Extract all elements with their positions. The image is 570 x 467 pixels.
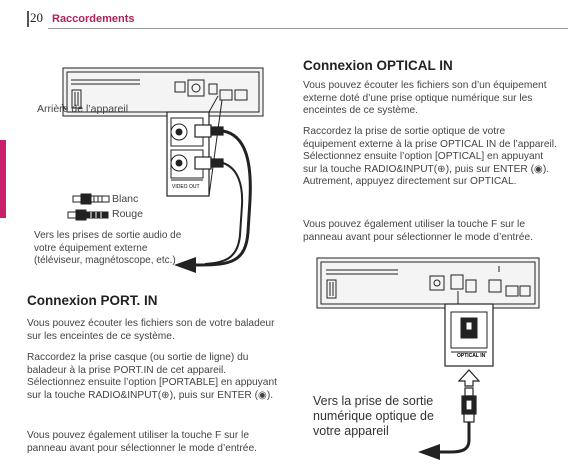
optical-out-destination-label: Vers la prise de sortie numérique optiqu… <box>313 394 434 438</box>
optical-paragraph-2: Raccordez la prise de sortie optique de … <box>303 126 557 188</box>
video-out-label: VIDEO OUT <box>172 184 200 190</box>
arrow-left-1 <box>174 257 196 273</box>
page-number: 20 <box>30 10 43 25</box>
optical-in-jack-label: OPTICAL IN <box>457 353 486 359</box>
page-number-marker <box>27 11 29 27</box>
port-paragraph-1: Vous pouvez écouter les fichiers son de … <box>27 318 275 342</box>
chapter-tab <box>0 140 6 218</box>
optical-paragraph-1: Vous pouvez écouter les fichiers son d’u… <box>303 80 547 117</box>
rear-unit-label: Arrière de l’appareil <box>37 103 129 115</box>
white-plug-label: Blanc <box>112 193 139 205</box>
audio-out-destination-label: Vers les prises de sortie audio de votre… <box>34 230 182 266</box>
port-paragraph-3: Vous pouvez également utiliser la touche… <box>27 430 257 454</box>
optical-section-title: Connexion OPTICAL IN <box>303 58 453 73</box>
optical-cable <box>440 422 471 454</box>
back-callout-line <box>61 103 67 111</box>
red-plug-label: Rouge <box>112 208 143 220</box>
port-paragraph-2: Raccordez la prise casque (ou sortie de … <box>27 352 277 401</box>
optical-plug <box>461 387 477 423</box>
optical-paragraph-3: Vous pouvez également utiliser la touche… <box>303 219 533 243</box>
unit-rear-diagram-1 <box>62 67 264 117</box>
arrow-left-2 <box>418 444 440 460</box>
header-rule <box>48 28 568 29</box>
rca-cables <box>199 129 252 267</box>
jack-zoom-2 <box>444 291 494 367</box>
legend-plugs <box>67 193 110 221</box>
unit-rear-diagram-2 <box>316 257 540 309</box>
section-title: Raccordements <box>52 13 135 25</box>
port-section-title: Connexion PORT. IN <box>27 293 158 308</box>
arrow-up-2 <box>457 369 481 387</box>
